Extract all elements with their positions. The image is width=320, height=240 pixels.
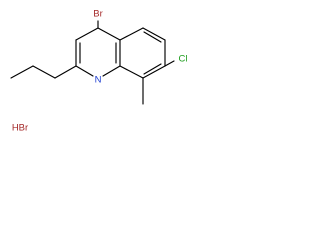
bond-c5-c6-inner — [143, 31, 162, 43]
nitrogen-atom-label: N — [95, 75, 102, 86]
bond-c3-c4 — [75, 27, 99, 41]
bond-c4-c4a — [97, 27, 121, 41]
bond-c4a-c5 — [119, 27, 144, 41]
bond-c7-cl — [164, 60, 175, 67]
bond-propyl2-propyl3 — [10, 65, 34, 79]
bond-lines — [10, 20, 175, 105]
bond-c8-c8a — [119, 65, 144, 79]
bond-propyl1-propyl2 — [32, 65, 56, 79]
bond-c7-c8 — [142, 65, 166, 79]
chlorine-atom-label: Cl — [179, 54, 188, 65]
chemical-structure: Br Cl N HBr — [10, 9, 188, 134]
bond-c2-propyl1 — [54, 65, 77, 79]
counter-ion-label: HBr — [12, 123, 28, 134]
bond-c7-c8-inner — [143, 63, 162, 75]
bond-c8a-n1 — [102, 65, 121, 77]
bromine-atom-label: Br — [93, 9, 103, 20]
bond-n1-c2 — [75, 65, 94, 77]
bond-c5-c6 — [142, 27, 166, 41]
